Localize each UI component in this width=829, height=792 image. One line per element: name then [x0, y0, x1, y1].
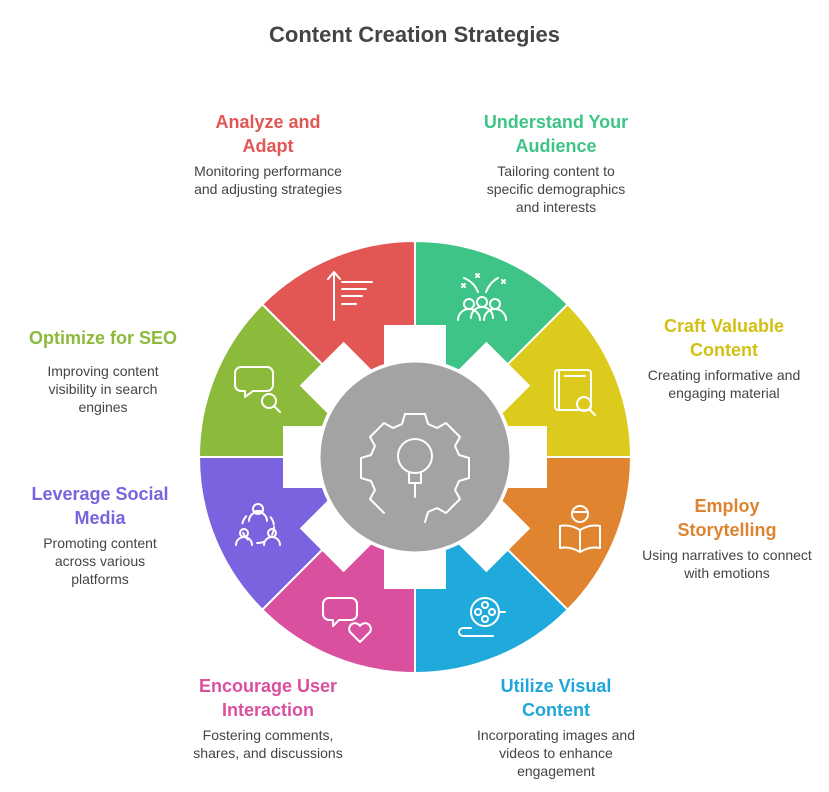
label-desc: Improving content visibility in search e… [47, 363, 159, 415]
label-audience: Understand Your Audience Tailoring conte… [456, 110, 656, 216]
label-social: Leverage Social Media Promoting content … [0, 482, 200, 588]
gear-notch [456, 341, 531, 416]
label-visual: Utilize Visual Content Incorporating ima… [456, 674, 656, 780]
label-desc: Using narratives to connect with emotion… [642, 547, 812, 581]
label-seo: Optimize for SEO Improving content visib… [3, 326, 203, 416]
label-title: Analyze and Adapt [215, 112, 321, 156]
label-title: Employ Storytelling [677, 496, 777, 540]
label-title: Utilize Visual Content [500, 676, 612, 720]
label-desc: Promoting content across various platfor… [43, 535, 157, 587]
network-people-icon [235, 503, 281, 546]
label-interaction: Encourage User Interaction Fostering com… [168, 674, 368, 762]
label-title: Optimize for SEO [28, 328, 178, 348]
label-title: Encourage User Interaction [198, 676, 338, 720]
label-desc: Creating informative and engaging materi… [647, 367, 801, 401]
label-storytelling: Employ Storytelling Using narratives to … [627, 494, 827, 582]
gear-notch [384, 547, 446, 589]
gear-notch [299, 341, 374, 416]
label-title: Understand Your Audience [483, 112, 629, 156]
sort-arrow-icon [327, 271, 373, 321]
label-desc: Incorporating images and videos to enhan… [477, 727, 635, 779]
film-reel-icon [458, 597, 506, 637]
gear-notch [456, 498, 531, 573]
chat-search-icon [234, 366, 281, 413]
gear-notch [299, 498, 374, 573]
label-desc: Monitoring performance and adjusting str… [194, 163, 342, 197]
gear-notch [384, 325, 446, 367]
label-title: Craft Valuable Content [663, 316, 785, 360]
book-search-icon [554, 369, 596, 416]
label-title: Leverage Social Media [31, 484, 169, 528]
gear-lightbulb-icon [360, 413, 470, 523]
audience-icon [457, 273, 507, 321]
center-hub [317, 359, 513, 555]
diagram-title: Content Creation Strategies [269, 22, 560, 47]
chat-heart-icon [322, 597, 372, 643]
label-valuable: Craft Valuable Content Creating informat… [624, 314, 824, 402]
label-desc: Tailoring content to specific demographi… [486, 163, 626, 215]
label-desc: Fostering comments, shares, and discussi… [193, 727, 343, 761]
label-analyze: Analyze and Adapt Monitoring performance… [168, 110, 368, 198]
reader-icon [559, 505, 601, 553]
